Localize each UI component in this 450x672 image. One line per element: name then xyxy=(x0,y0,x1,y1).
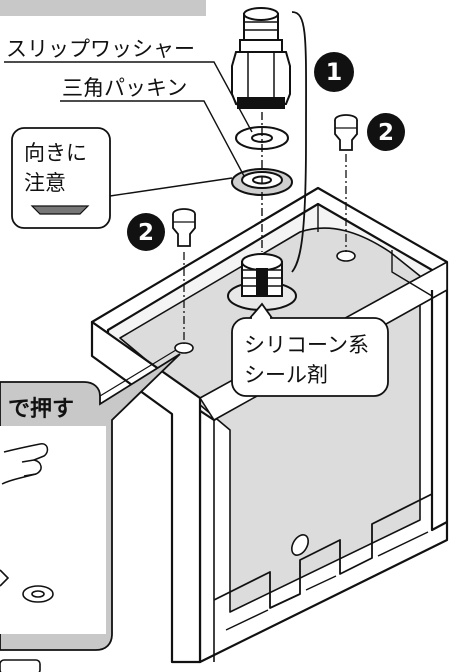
press-tip-heading: で押す xyxy=(8,396,74,422)
threaded-inlet-icon xyxy=(227,253,297,311)
step1-brace xyxy=(291,11,307,273)
orientation-leader xyxy=(109,177,233,197)
drain-slot xyxy=(291,534,309,556)
silicone-note: シリコーン系 シール剤 xyxy=(231,302,389,397)
orientation-line2: 注意 xyxy=(24,171,66,195)
silicone-line1: シリコーン系 xyxy=(244,333,369,357)
slip-washer-leader xyxy=(4,61,253,133)
svg-text:2: 2 xyxy=(378,120,394,146)
washer-icon xyxy=(235,126,289,150)
top-gray-panel xyxy=(0,0,206,16)
slip-washer-label: スリップワッシャー xyxy=(6,37,195,61)
mount-hole-left xyxy=(174,342,194,354)
silicone-line2: シール剤 xyxy=(244,363,328,387)
triangle-packing-label: 三角パッキン xyxy=(62,76,187,100)
triangle-packing-leader xyxy=(60,100,245,177)
hand-icon xyxy=(1,443,49,485)
orientation-note: 向きに 注意 xyxy=(11,127,111,229)
arrow-icon xyxy=(0,569,10,587)
washer-small-icon xyxy=(22,585,54,603)
orientation-line1: 向きに xyxy=(24,141,87,165)
fitting-nut-icon xyxy=(231,7,291,109)
step1-badge: 1 xyxy=(314,52,354,92)
bottom-cropped-box xyxy=(0,659,41,672)
cap-plug-icon xyxy=(334,114,358,151)
mount-hole-right xyxy=(336,250,356,262)
packing-profile-icon xyxy=(30,205,90,215)
cap-plug-icon xyxy=(172,208,196,247)
step2-badge-right: 2 xyxy=(367,113,405,151)
press-tip-leader xyxy=(99,349,177,397)
svg-text:1: 1 xyxy=(326,58,343,86)
step2-badge-left: 2 xyxy=(127,213,165,251)
press-tip-panel: で押す xyxy=(0,353,181,651)
svg-text:2: 2 xyxy=(138,220,154,246)
